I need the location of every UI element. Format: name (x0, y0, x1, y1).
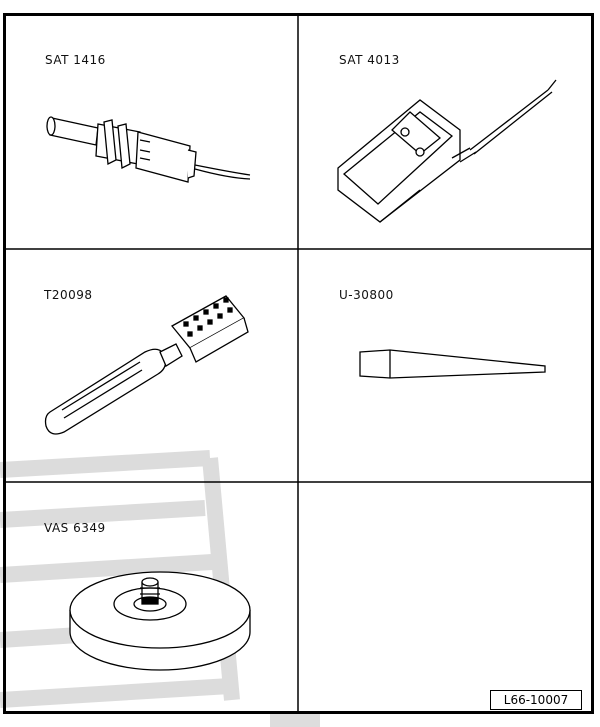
magnetic-base-illustration (69, 571, 251, 671)
digital-thermometer-illustration (337, 79, 557, 223)
connector-release-tool-illustration (44, 295, 249, 435)
tool-label-sat-1416: SAT 1416 (45, 53, 106, 67)
table-grid (4, 14, 593, 714)
tool-label-sat-4013: SAT 4013 (339, 53, 400, 67)
wedge-pin-illustration (359, 349, 546, 379)
outer-frame (3, 13, 594, 714)
watermark-logo (0, 450, 320, 727)
tool-label-t20098: T20098 (44, 288, 93, 302)
reference-code: L66-10007 (490, 690, 582, 710)
tool-label-vas-6349: VAS 6349 (44, 521, 106, 535)
tool-label-u-30800: U-30800 (339, 288, 394, 302)
heat-gun-illustration (46, 116, 251, 183)
